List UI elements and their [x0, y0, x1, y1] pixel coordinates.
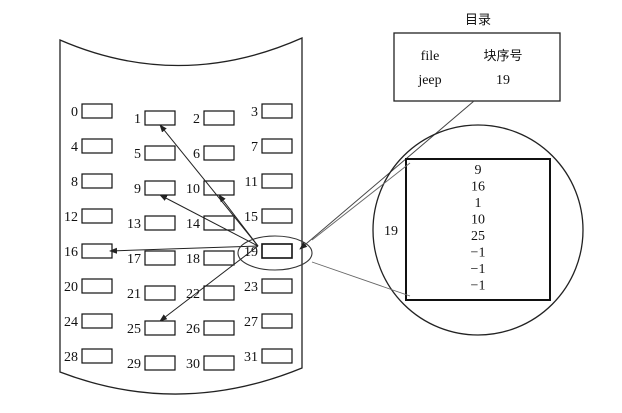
- disk-block-label-20: 20: [64, 280, 78, 295]
- directory-to-index-pointer: [299, 100, 475, 250]
- index-block-highlight: [237, 235, 313, 271]
- directory-table: [393, 32, 561, 102]
- disk-block-label-6: 6: [193, 147, 200, 162]
- disk-block-17: [144, 250, 176, 266]
- pointer-to-block-1: [159, 124, 259, 247]
- directory-header-block-number: 块序号: [483, 49, 522, 64]
- disk-block-label-31: 31: [244, 350, 258, 365]
- index-entry-5: −1: [471, 246, 486, 261]
- disk-block-15: [261, 208, 293, 224]
- disk-block-label-1: 1: [134, 112, 141, 127]
- disk-surface: [59, 37, 303, 395]
- disk-block-19: [261, 243, 293, 259]
- disk-block-label-5: 5: [134, 147, 141, 162]
- disk-block-1: [144, 110, 176, 126]
- disk-block-13: [144, 215, 176, 231]
- index-zoom-circle: [372, 124, 584, 336]
- zoom-connector-top: [311, 162, 411, 241]
- disk-block-label-0: 0: [71, 105, 78, 120]
- disk-block-label-27: 27: [244, 315, 258, 330]
- index-entry-6: −1: [471, 262, 486, 277]
- zoom-connector-bottom: [311, 261, 411, 297]
- disk-block-10: [203, 180, 235, 196]
- disk-block-21: [144, 285, 176, 301]
- disk-block-25: [144, 320, 176, 336]
- disk-block-label-26: 26: [186, 322, 200, 337]
- disk-block-label-9: 9: [134, 182, 141, 197]
- pointer-to-block-25: [159, 245, 259, 322]
- disk-block-4: [81, 138, 113, 154]
- disk-block-20: [81, 278, 113, 294]
- disk-block-2: [203, 110, 235, 126]
- disk-block-3: [261, 103, 293, 119]
- index-zoom-label: 19: [384, 224, 398, 239]
- disk-block-label-8: 8: [71, 175, 78, 190]
- disk-block-28: [81, 348, 113, 364]
- disk-block-label-21: 21: [127, 287, 141, 302]
- disk-block-label-30: 30: [186, 357, 200, 372]
- directory-header-file: file: [421, 49, 440, 64]
- pointer-to-block-9: [159, 194, 259, 247]
- disk-block-7: [261, 138, 293, 154]
- disk-block-8: [81, 173, 113, 189]
- disk-block-27: [261, 313, 293, 329]
- disk-block-31: [261, 348, 293, 364]
- index-entry-7: −1: [471, 279, 486, 294]
- disk-block-label-13: 13: [127, 217, 141, 232]
- index-pointers: [109, 124, 259, 322]
- disk-block-30: [203, 355, 235, 371]
- disk-block-label-23: 23: [244, 280, 258, 295]
- disk-block-14: [203, 215, 235, 231]
- disk-block-16: [81, 243, 113, 259]
- disk-block-label-28: 28: [64, 350, 78, 365]
- disk-block-label-16: 16: [64, 245, 78, 260]
- disk-block-9: [144, 180, 176, 196]
- disk-block-0: [81, 103, 113, 119]
- directory-block-number: 19: [496, 73, 510, 88]
- disk-block-12: [81, 208, 113, 224]
- disk-block-label-29: 29: [127, 357, 141, 372]
- disk-block-label-25: 25: [127, 322, 141, 337]
- disk-block-label-3: 3: [251, 105, 258, 120]
- directory-title: 目录: [465, 13, 491, 28]
- index-entry-0: 9: [475, 163, 482, 178]
- disk-block-5: [144, 145, 176, 161]
- index-block-contents: [405, 158, 551, 301]
- disk-block-26: [203, 320, 235, 336]
- index-entry-3: 10: [471, 213, 485, 228]
- disk-block-label-2: 2: [193, 112, 200, 127]
- disk-block-label-4: 4: [71, 140, 78, 155]
- disk-block-22: [203, 285, 235, 301]
- disk-block-label-24: 24: [64, 315, 78, 330]
- disk-block-label-14: 14: [186, 217, 200, 232]
- disk-block-18: [203, 250, 235, 266]
- index-entry-4: 25: [471, 229, 485, 244]
- disk-block-label-18: 18: [186, 252, 200, 267]
- disk-block-23: [261, 278, 293, 294]
- disk-block-11: [261, 173, 293, 189]
- disk-block-label-11: 11: [245, 175, 258, 190]
- disk-block-label-10: 10: [186, 182, 200, 197]
- pointer-to-block-10: [218, 194, 259, 247]
- index-entry-2: 1: [475, 196, 482, 211]
- pointer-to-block-16: [109, 245, 259, 254]
- disk-block-label-12: 12: [64, 210, 78, 225]
- disk-block-29: [144, 355, 176, 371]
- disk-block-label-7: 7: [251, 140, 258, 155]
- disk-block-6: [203, 145, 235, 161]
- disk-block-label-17: 17: [127, 252, 141, 267]
- disk-block-label-15: 15: [244, 210, 258, 225]
- index-entry-1: 16: [471, 180, 485, 195]
- disk-block-24: [81, 313, 113, 329]
- directory-file-name: jeep: [417, 73, 441, 88]
